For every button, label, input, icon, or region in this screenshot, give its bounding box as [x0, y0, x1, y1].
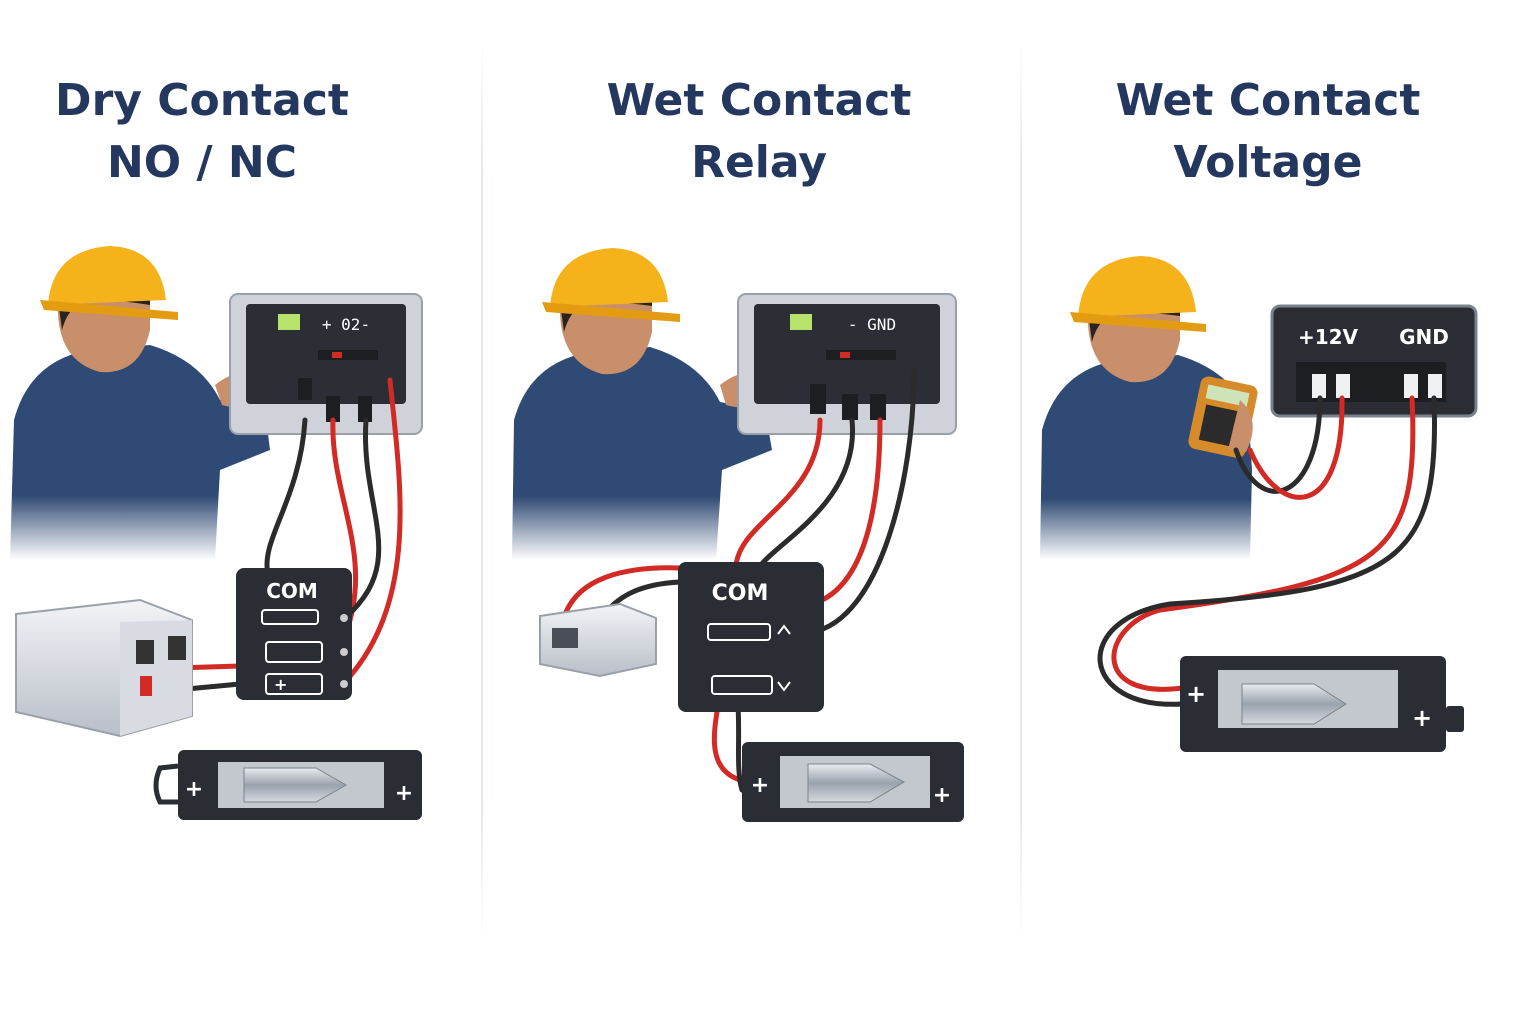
panel-2-title: Wet Contact Relay [562, 70, 956, 194]
panel-2-scene: - GND COM + + [512, 248, 964, 822]
control-panel-1: + 02- [229, 293, 423, 435]
panel-divider-2 [1020, 40, 1022, 940]
maglock-1-left-terminal: + [185, 777, 203, 802]
panel-3-title: Wet Contact Voltage [1070, 70, 1466, 194]
panel-3-title-line1: Wet Contact [1115, 75, 1421, 126]
panel-2-title-line1: Wet Contact [606, 75, 912, 126]
panel-3-title-line2: Voltage [1173, 137, 1363, 188]
supply-panel: +12V GND [1270, 304, 1478, 418]
technician-1 [10, 246, 270, 560]
power-supply-2 [539, 602, 657, 678]
relay-1-com-label: COM [266, 579, 318, 603]
panel-wet-voltage: Wet Contact Voltage [1070, 0, 1466, 1024]
panel-1-code: + 02- [322, 315, 370, 334]
panel-dry-contact: Dry Contact NO / NC [0, 0, 404, 1024]
maglock-1-right-terminal: + [395, 781, 413, 806]
panel-wet-relay: Wet Contact Relay [562, 0, 956, 1024]
maglock-2-right-terminal: + [933, 783, 951, 808]
maglock-2-left-terminal: + [751, 773, 769, 798]
panel-2-code: - GND [848, 315, 896, 334]
power-supply-1 [15, 598, 193, 738]
relay-box-2: COM [678, 562, 824, 712]
control-panel-2: - GND [737, 293, 957, 435]
wires-2 [563, 367, 917, 793]
panel-2-title-line2: Relay [691, 137, 827, 188]
wires-3 [1097, 395, 1438, 707]
maglock-3-right-terminal: + [1412, 704, 1432, 732]
maglock-3: + + [1180, 656, 1464, 752]
panel-1-title-line2: NO / NC [106, 137, 298, 188]
maglock-1: + + [153, 750, 422, 820]
maglock-2: + + [742, 742, 964, 822]
relay-box-1: COM + [236, 568, 352, 700]
panel-1-title-line1: Dry Contact [55, 75, 349, 126]
panel-divider-1 [481, 40, 483, 940]
maglock-3-left-terminal: + [1186, 680, 1206, 708]
supply-gnd-label: GND [1399, 325, 1449, 349]
panel-1-scene: + 02- COM + [10, 246, 423, 820]
relay-2-com-label: COM [712, 581, 769, 606]
supply-plus-label: +12V [1298, 325, 1359, 349]
panel-3-scene: +12V GND + + [1040, 256, 1478, 752]
multimeter [1188, 376, 1258, 458]
panel-1-title: Dry Contact NO / NC [0, 70, 404, 194]
relay-1-plus-label: + [274, 675, 287, 694]
